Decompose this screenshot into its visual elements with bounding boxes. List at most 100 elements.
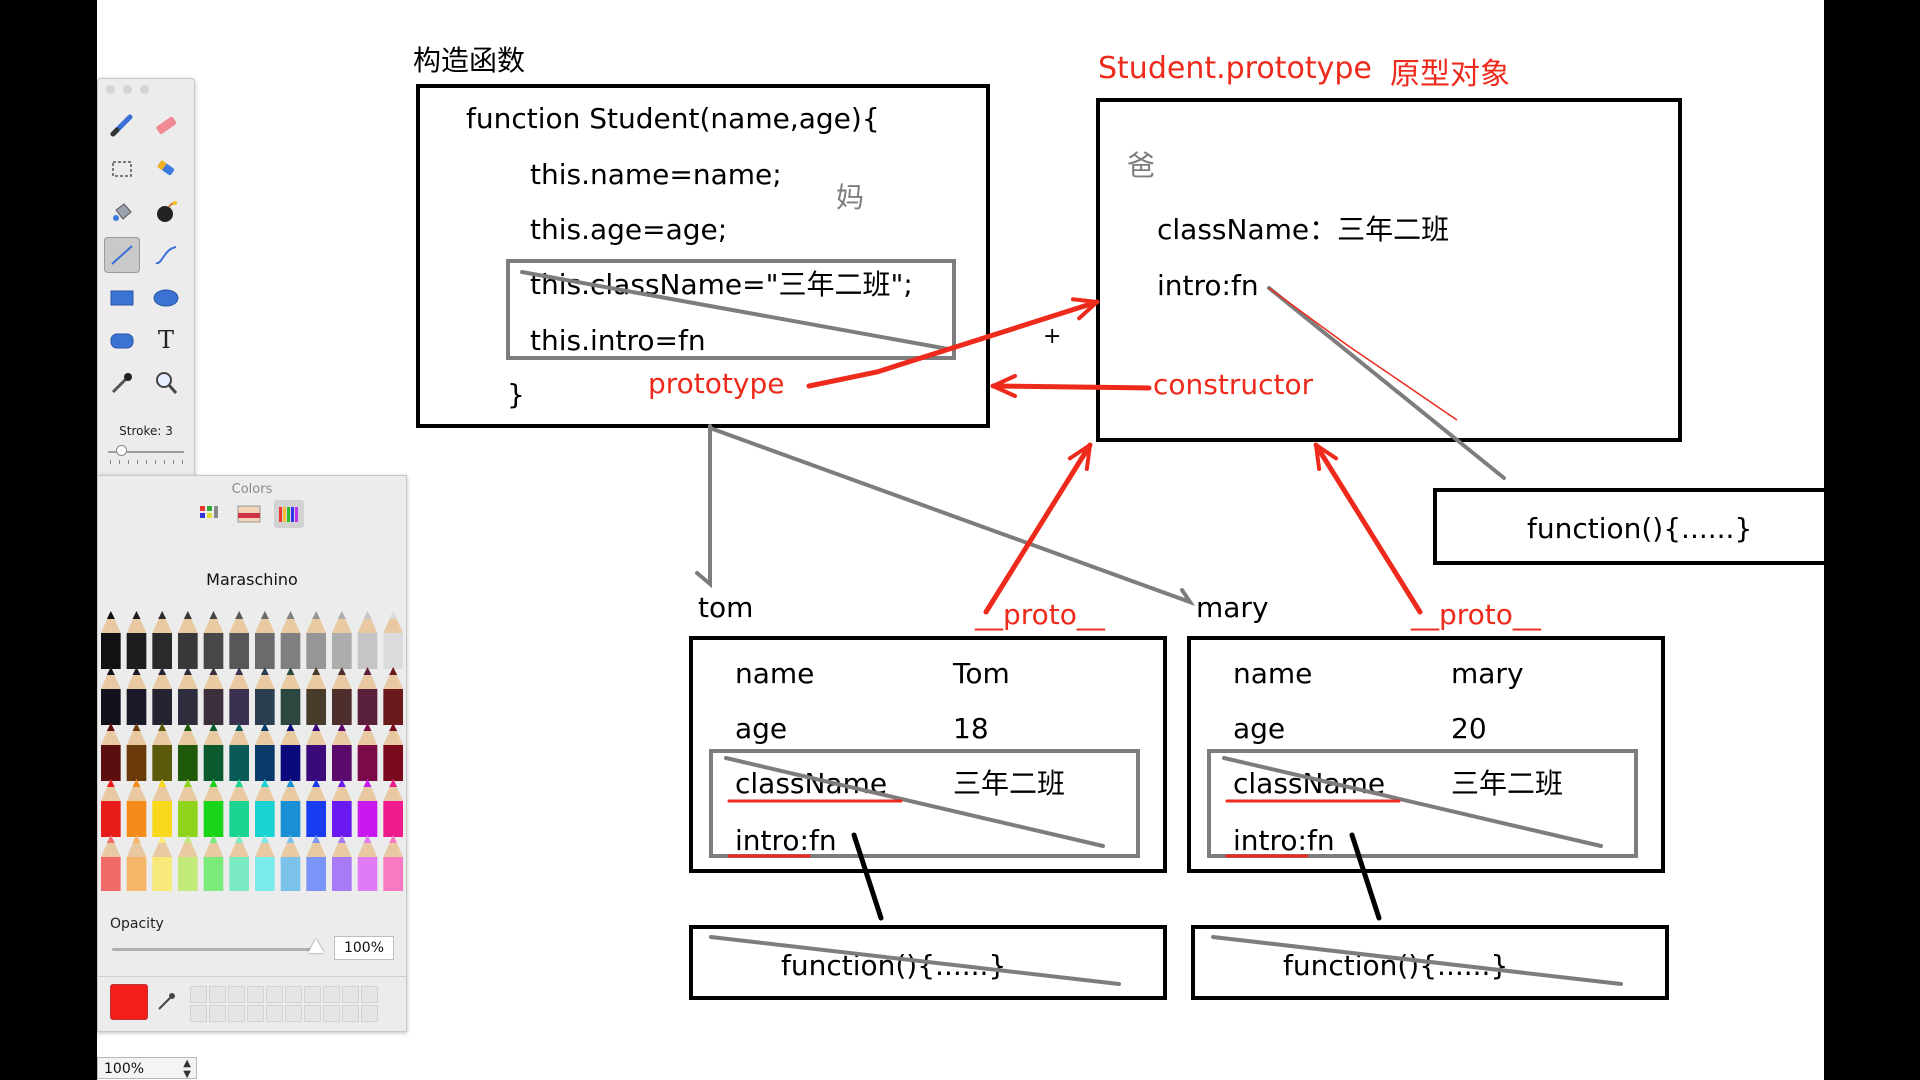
pencil-swatch[interactable]: [101, 723, 121, 781]
pencil-swatch[interactable]: [255, 779, 275, 837]
pencil-swatch[interactable]: [332, 611, 352, 669]
pencil-swatch[interactable]: [178, 835, 198, 891]
pencil-swatch[interactable]: [383, 667, 403, 725]
pencil-swatch[interactable]: [306, 835, 326, 891]
pencil-swatch[interactable]: [152, 835, 172, 891]
pencil-swatch[interactable]: [383, 835, 403, 891]
paint-bucket-icon[interactable]: [104, 194, 140, 230]
pencil-swatch[interactable]: [229, 667, 249, 725]
empty-swatch[interactable]: [304, 1005, 321, 1022]
curve-tool-icon[interactable]: [148, 237, 184, 273]
minimize-window-button[interactable]: [123, 85, 132, 94]
pencil-swatch[interactable]: [306, 611, 326, 669]
rectangle-tool-icon[interactable]: [104, 279, 140, 315]
pencil-swatch[interactable]: [101, 779, 121, 837]
pencil-swatch[interactable]: [152, 611, 172, 669]
rounded-rect-tool-icon[interactable]: [104, 322, 140, 358]
pencil-swatch[interactable]: [255, 723, 275, 781]
empty-swatch[interactable]: [342, 1005, 359, 1022]
pencil-swatch[interactable]: [255, 835, 275, 891]
close-window-button[interactable]: [106, 85, 115, 94]
lasso-icon[interactable]: [148, 151, 184, 187]
empty-swatch[interactable]: [228, 986, 245, 1003]
pencil-swatch[interactable]: [332, 667, 352, 725]
pencil-swatch[interactable]: [178, 779, 198, 837]
pencil-swatch[interactable]: [255, 611, 275, 669]
opacity-input[interactable]: 100%: [334, 936, 394, 960]
empty-swatch[interactable]: [342, 986, 359, 1003]
pencil-swatch[interactable]: [229, 723, 249, 781]
pencil-swatch[interactable]: [332, 835, 352, 891]
empty-swatch[interactable]: [266, 1005, 283, 1022]
pencil-swatch[interactable]: [178, 667, 198, 725]
pencil-swatch[interactable]: [126, 667, 147, 725]
pencils-tab-icon[interactable]: [274, 500, 304, 528]
stroke-slider-track[interactable]: [108, 451, 184, 453]
pencil-swatch[interactable]: [332, 779, 352, 837]
pencil-crayons-grid[interactable]: [98, 611, 406, 891]
pencil-swatch[interactable]: [203, 667, 224, 725]
pencil-swatch[interactable]: [332, 723, 352, 781]
pencil-swatch[interactable]: [203, 611, 224, 669]
rect-select-icon[interactable]: [104, 151, 140, 187]
color-sliders-tab-icon[interactable]: [194, 500, 224, 528]
pencil-swatch[interactable]: [229, 835, 249, 891]
pencil-swatch[interactable]: [101, 611, 121, 669]
pencil-swatch[interactable]: [357, 611, 378, 669]
opacity-slider-thumb[interactable]: [308, 939, 324, 953]
pencil-swatch[interactable]: [126, 723, 147, 781]
pencil-swatch[interactable]: [280, 723, 301, 781]
pencil-swatch[interactable]: [357, 779, 378, 837]
pencil-swatch[interactable]: [280, 611, 301, 669]
pencil-swatch[interactable]: [101, 667, 121, 725]
empty-swatch[interactable]: [190, 1005, 207, 1022]
brush-icon[interactable]: [104, 107, 140, 143]
stroke-slider-thumb[interactable]: [116, 445, 127, 456]
pencil-swatch[interactable]: [152, 779, 172, 837]
text-tool-icon[interactable]: T: [157, 326, 174, 354]
line-tool-icon[interactable]: [104, 237, 140, 273]
pencil-swatch[interactable]: [383, 723, 403, 781]
pencil-swatch[interactable]: [357, 835, 378, 891]
opacity-slider-track[interactable]: [112, 948, 322, 951]
pencil-swatch[interactable]: [280, 835, 301, 891]
pencil-swatch[interactable]: [383, 611, 403, 669]
zoom-window-button[interactable]: [140, 85, 149, 94]
empty-swatch[interactable]: [323, 986, 340, 1003]
pencil-swatch[interactable]: [178, 611, 198, 669]
color-palettes-tab-icon[interactable]: [234, 500, 264, 528]
pencil-swatch[interactable]: [229, 779, 249, 837]
zoom-tool-icon[interactable]: [148, 365, 184, 401]
current-color-swatch[interactable]: [110, 984, 148, 1020]
empty-swatch[interactable]: [228, 1005, 245, 1022]
pencil-swatch[interactable]: [280, 667, 301, 725]
stepper-arrows-icon[interactable]: ▲▼: [183, 1058, 191, 1080]
empty-swatch[interactable]: [209, 986, 226, 1003]
empty-swatch[interactable]: [361, 1005, 378, 1022]
pencil-swatch[interactable]: [203, 835, 224, 891]
pencil-swatch[interactable]: [152, 723, 172, 781]
pencil-swatch[interactable]: [152, 667, 172, 725]
empty-swatch[interactable]: [304, 986, 321, 1003]
empty-swatch[interactable]: [209, 1005, 226, 1022]
bomb-icon[interactable]: [148, 194, 184, 230]
pencil-swatch[interactable]: [178, 723, 198, 781]
zoom-select[interactable]: 100% ▲▼: [97, 1057, 197, 1080]
empty-swatch[interactable]: [323, 1005, 340, 1022]
pencil-swatch[interactable]: [357, 667, 378, 725]
pencil-swatch[interactable]: [306, 667, 326, 725]
eyedropper-icon[interactable]: [156, 990, 178, 1016]
empty-swatch[interactable]: [361, 986, 378, 1003]
pencil-swatch[interactable]: [280, 779, 301, 837]
eraser-icon[interactable]: [148, 107, 184, 143]
pencil-swatch[interactable]: [357, 723, 378, 781]
ellipse-tool-icon[interactable]: [148, 279, 184, 315]
pencil-swatch[interactable]: [203, 723, 224, 781]
pencil-swatch[interactable]: [101, 835, 121, 891]
empty-swatch[interactable]: [247, 1005, 264, 1022]
eyedropper-icon[interactable]: [104, 365, 140, 401]
pencil-swatch[interactable]: [229, 611, 249, 669]
pencil-swatch[interactable]: [255, 667, 275, 725]
empty-swatch[interactable]: [266, 986, 283, 1003]
pencil-swatch[interactable]: [126, 779, 147, 837]
